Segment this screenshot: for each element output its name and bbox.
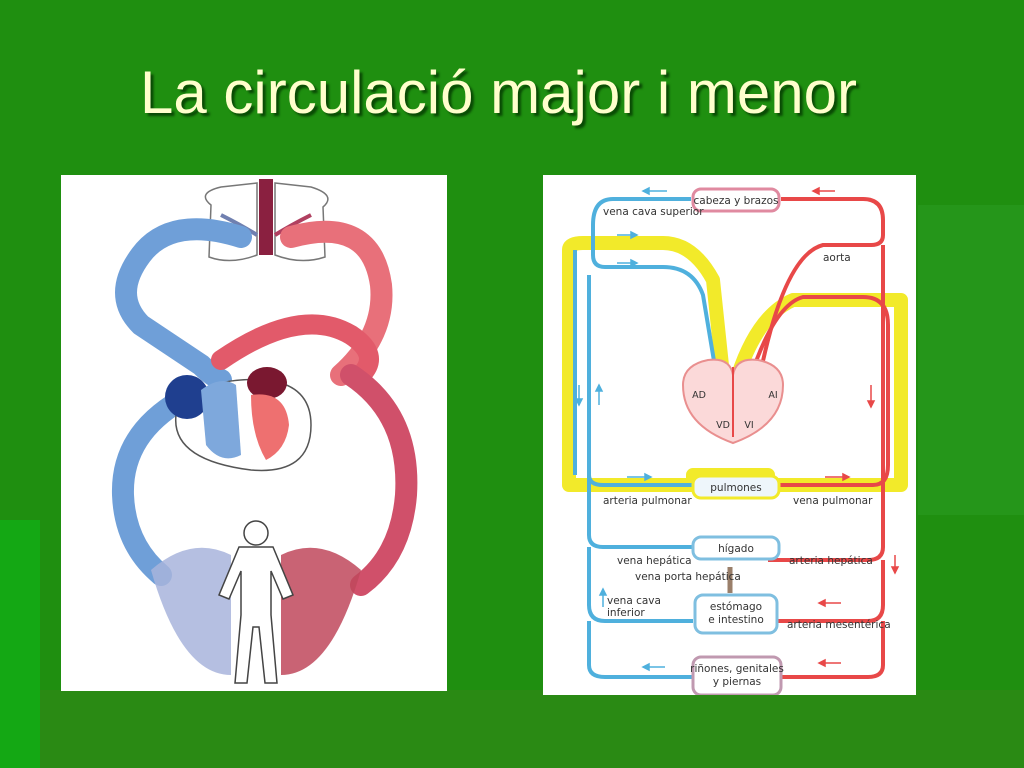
organ-label-liver: hígado <box>718 543 754 555</box>
heart-illustration <box>165 367 312 472</box>
label-vena-cava-inferior-1: vena cava <box>607 595 661 607</box>
label-arteria-mesenterica: arteria mesentérica <box>787 619 891 631</box>
background-strip-bottom <box>40 690 1024 768</box>
label-arteria-pulmonar: arteria pulmonar <box>603 495 692 507</box>
aortic-arch <box>211 314 379 385</box>
label-vena-hepatica: vena hepática <box>617 555 692 567</box>
label-arteria-hepatica: arteria hepática <box>789 555 873 567</box>
heart-schematic <box>681 358 785 445</box>
left-circulation-illustration <box>61 175 447 691</box>
flow-arrows-arterial <box>811 186 900 668</box>
organ-label-kidneys-1: riñones, genitales <box>690 663 784 675</box>
lungs-illustration <box>204 179 329 262</box>
label-vena-pulmonar: vena pulmonar <box>793 495 873 507</box>
organ-label-head-arms: cabeza y brazos <box>694 195 779 207</box>
chamber-ad: AD <box>692 390 706 401</box>
venous-vessels <box>573 197 720 679</box>
lower-venous-vessel <box>111 389 192 586</box>
background-strip-left <box>0 520 40 768</box>
lower-capillary-beds <box>151 547 361 675</box>
lower-arterial-vessel <box>340 364 418 596</box>
slide-title: La circulació major i menor <box>140 59 857 126</box>
arterial-vessels <box>746 197 890 679</box>
flow-arrows-venous <box>574 186 667 672</box>
chamber-vd: VD <box>716 420 730 431</box>
organ-label-stomach-2: e intestino <box>708 614 764 626</box>
label-aorta: aorta <box>823 252 851 264</box>
pulmonary-circuit-highlight <box>562 236 908 492</box>
label-vena-cava-superior: vena cava superior <box>603 206 704 218</box>
chamber-ai: AI <box>768 390 777 401</box>
label-vena-cava-inferior-2: inferior <box>607 607 645 619</box>
organ-boxes <box>691 187 783 695</box>
label-vena-porta: vena porta hepática <box>635 571 741 583</box>
organ-label-lungs: pulmones <box>710 482 761 494</box>
organ-label-stomach-1: estómago <box>710 601 762 613</box>
right-circulation-schematic: AD AI VD VI cabeza y brazos pulmones híg… <box>543 175 916 695</box>
upper-venous-vessel <box>115 218 252 391</box>
chamber-vi: VI <box>744 420 753 431</box>
human-silhouette <box>218 520 294 684</box>
background-strip-right <box>918 205 1024 515</box>
organ-label-kidneys-2: y piernas <box>713 676 761 688</box>
